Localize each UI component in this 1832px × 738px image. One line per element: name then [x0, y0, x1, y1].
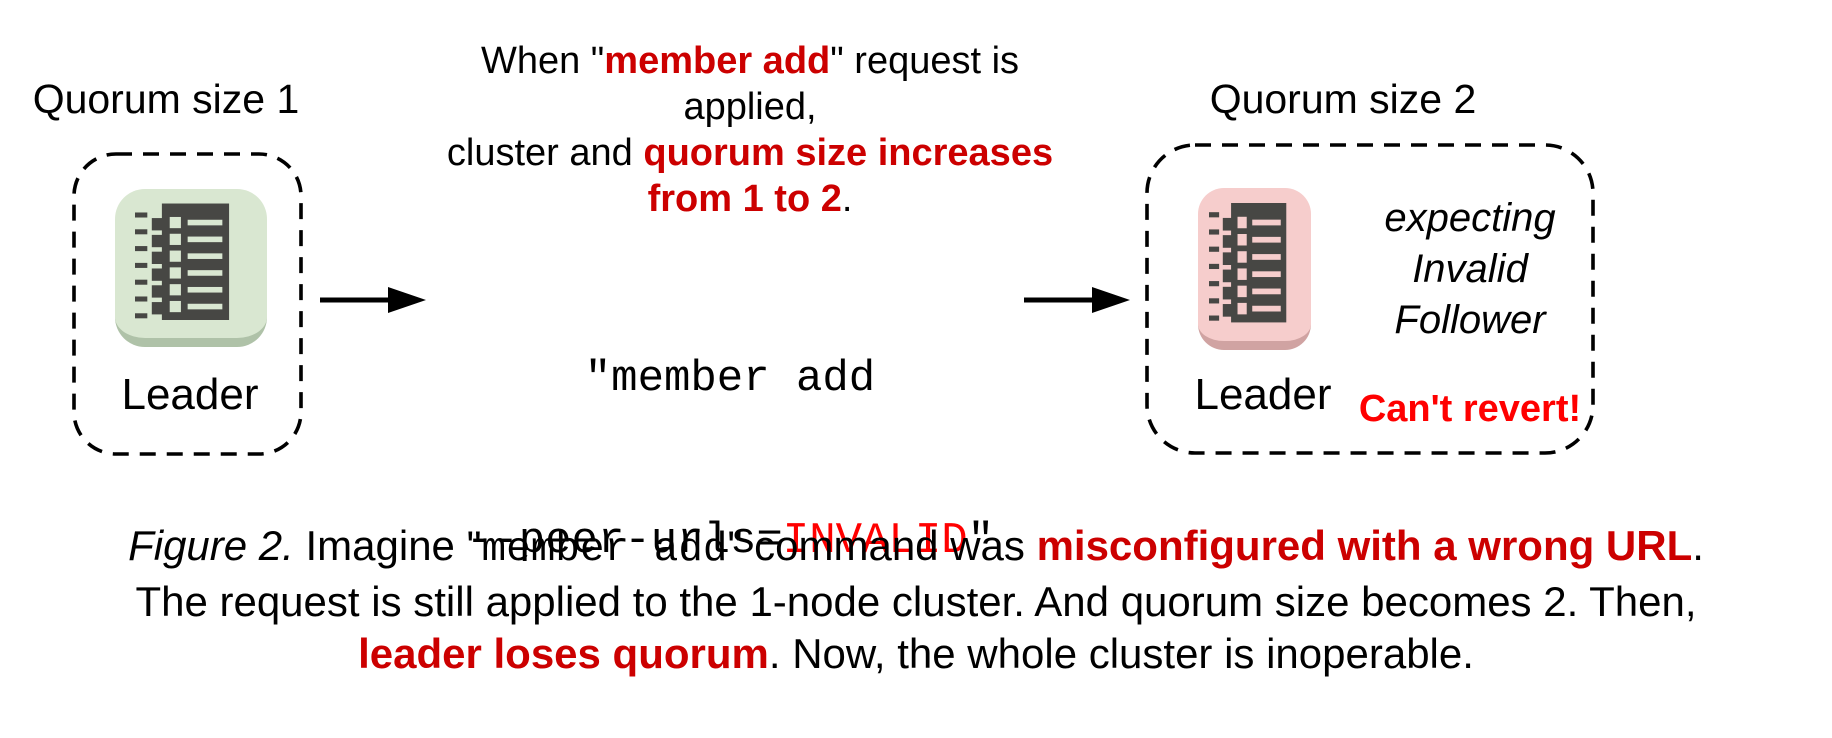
quorum-size-1-label: Quorum size 1	[32, 76, 300, 122]
member-add-annotation: When "member add" request is applied, cl…	[420, 38, 1080, 222]
leader-node-tile-pink	[1198, 188, 1311, 350]
right-leader-label: Leader	[1194, 370, 1332, 419]
annotation-text: .	[841, 178, 853, 220]
caption-text: .	[1692, 522, 1704, 569]
annotation-text: " request is applied,	[683, 40, 1020, 128]
caption-mono-member-add: member add	[481, 527, 728, 573]
right-cluster-dashed-box	[1145, 143, 1595, 455]
annotation-red-member-add: member add	[604, 40, 831, 82]
cant-revert-warning: Can't revert!	[1358, 388, 1582, 430]
left-leader-label: Leader	[121, 370, 259, 419]
quorum-size-2-label: Quorum size 2	[1209, 76, 1477, 122]
annotation-line-3: from 1 to 2.	[420, 176, 1080, 222]
right-arrow-icon	[1024, 287, 1130, 313]
annotation-line-1: When "member add" request is applied,	[420, 38, 1080, 130]
annotation-red-from-1-to-2: from 1 to 2	[647, 178, 842, 220]
figure-caption: Figure 2. Imagine "member add" command w…	[30, 520, 1802, 680]
caption-red-misconfigured: misconfigured with a wrong URL	[1036, 522, 1693, 569]
command-invalid-value: INVALID	[782, 516, 968, 566]
annotation-line-2: cluster and quorum size increases	[420, 130, 1080, 176]
caption-red-leader-loses-quorum: leader loses quorum	[358, 630, 769, 677]
annotation-red-quorum-increase: quorum size increases	[643, 132, 1054, 174]
command-close-quote: "	[967, 516, 995, 566]
member-add-command: "member add --peer-urls=INVALID"	[420, 244, 1040, 676]
caption-line-3: leader loses quorum. Now, the whole clus…	[30, 628, 1802, 680]
annotation-text: cluster and	[446, 132, 644, 174]
right-arrow-icon	[320, 287, 426, 313]
caption-text: Imagine "	[293, 522, 482, 569]
caption-text: . Now, the whole cluster is inoperable.	[768, 630, 1474, 677]
caption-line-1: Figure 2. Imagine "member add" command w…	[30, 520, 1802, 576]
leader-node-tile-green	[115, 189, 267, 347]
figure-number: Figure 2.	[128, 522, 294, 569]
command-line-1: "member add	[584, 354, 876, 404]
expecting-line: Invalid	[1412, 247, 1528, 291]
expecting-line: Follower	[1394, 298, 1546, 342]
command-line-2: --peer-urls=INVALID"	[420, 514, 1040, 568]
annotation-text: When "	[480, 40, 605, 82]
expecting-invalid-follower-note: expecting Invalid Follower	[1345, 193, 1595, 346]
ledger-icon	[1208, 202, 1286, 322]
caption-line-2: The request is still applied to the 1-no…	[135, 578, 1697, 625]
caption-text: " command was	[727, 522, 1037, 569]
expecting-line: expecting	[1384, 196, 1556, 240]
command-flag: --peer-urls=	[465, 516, 783, 566]
ledger-icon	[135, 203, 230, 320]
